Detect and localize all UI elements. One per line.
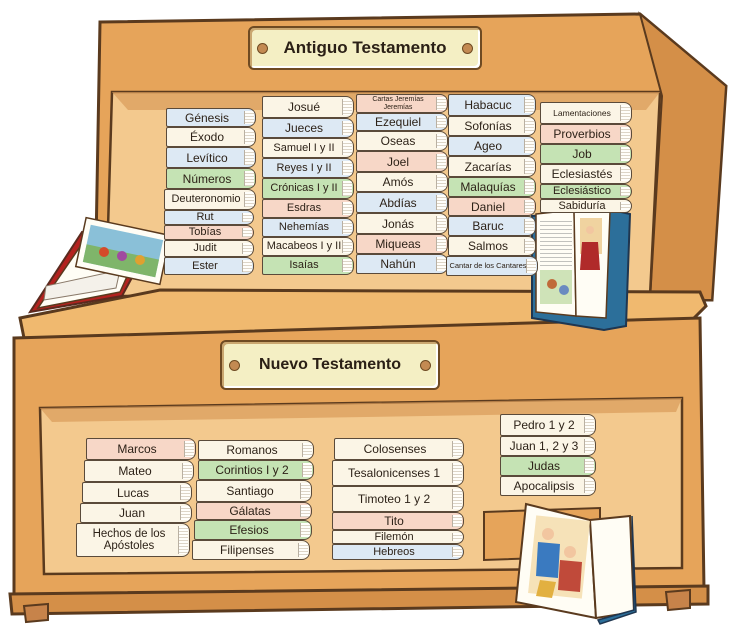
sign-nail-left [229,360,240,371]
book-ezequiel[interactable]: Ezequiel [356,113,448,131]
book-oseas[interactable]: Oseas [356,131,448,151]
book-eclesiastes[interactable]: Eclesiastés [540,164,632,184]
book-filipenses[interactable]: Filipenses [192,540,310,560]
book-rut[interactable]: Rut [164,210,254,225]
book-esdras[interactable]: Esdras [262,199,354,218]
book-timoteo[interactable]: Timoteo 1 y 2 [332,486,464,512]
book-pedro[interactable]: Pedro 1 y 2 [500,414,596,436]
book-baruc[interactable]: Baruc [448,216,536,236]
book-amos[interactable]: Amós [356,172,448,192]
book-zacarias[interactable]: Zacarías [448,156,536,177]
book-exodo[interactable]: Éxodo [166,127,256,147]
book-jueces[interactable]: Jueces [262,118,354,138]
book-mateo[interactable]: Mateo [84,460,194,482]
book-malaquias[interactable]: Malaquías [448,177,536,197]
book-santiago[interactable]: Santiago [196,480,312,502]
book-galatas[interactable]: Gálatas [196,502,312,520]
old-testament-sign: Antiguo Testamento [248,26,482,70]
book-marcos[interactable]: Marcos [86,438,196,460]
book-daniel[interactable]: Daniel [448,197,536,216]
book-romanos[interactable]: Romanos [198,440,314,460]
book-cantar-de-los-cantares[interactable]: Cantar de los Cantares [446,256,538,276]
book-juan[interactable]: Juan [80,503,192,523]
book-lucas[interactable]: Lucas [82,482,192,503]
book-isaias[interactable]: Isaías [262,256,354,275]
book-hebreos[interactable]: Hebreos [332,544,464,560]
sign-nail-right [462,43,473,54]
book-macabeos[interactable]: Macabeos I y II [262,237,354,256]
book-deuteronomio[interactable]: Deuteronomio [164,189,256,210]
book-abdias[interactable]: Abdías [356,192,448,213]
book-proverbios[interactable]: Proverbios [540,124,632,144]
book-josue[interactable]: Josué [262,96,354,118]
book-ageo[interactable]: Ageo [448,136,536,156]
book-job[interactable]: Job [540,144,632,164]
book-eclesiastico[interactable]: Eclesiástico [540,184,632,199]
book-cronicas[interactable]: Crónicas I y II [262,178,354,199]
book-samuel[interactable]: Samuel I y II [262,138,354,158]
book-efesios[interactable]: Efesios [194,520,312,540]
book-habacuc[interactable]: Habacuc [448,94,536,116]
book-salmos[interactable]: Salmos [448,236,536,256]
book-judas[interactable]: Judas [500,456,596,476]
sign-nail-left [257,43,268,54]
new-testament-title: Nuevo Testamento [259,356,401,373]
book-sofonias[interactable]: Sofonías [448,116,536,136]
sign-nail-right [420,360,431,371]
book-reyes[interactable]: Reyes I y II [262,158,354,178]
book-sabiduria[interactable]: Sabiduría [540,199,632,213]
book-juan-cartas[interactable]: Juan 1, 2 y 3 [500,436,596,456]
book-filemon[interactable]: Filemón [332,530,464,544]
old-testament-title: Antiguo Testamento [283,38,447,57]
book-nehemias[interactable]: Nehemías [262,218,354,237]
book-nahun[interactable]: Nahún [356,254,448,274]
book-jonas[interactable]: Jonás [356,213,448,234]
book-tesalonicenses[interactable]: Tesalonicenses 1 [332,460,464,486]
book-genesis[interactable]: Génesis [166,108,256,127]
book-ester[interactable]: Ester [164,257,254,275]
book-levitico[interactable]: Levítico [166,147,256,168]
new-testament-sign: Nuevo Testamento [220,340,440,390]
book-tito[interactable]: Tito [332,512,464,530]
book-apocalipsis[interactable]: Apocalipsis [500,476,596,496]
book-hechos-de-los-apostoles[interactable]: Hechos de los Apóstoles [76,523,190,557]
book-lamentaciones[interactable]: Lamentaciones [540,102,632,124]
open-book-lower-illustration [514,502,637,625]
book-colosenses[interactable]: Colosenses [334,438,464,460]
book-corintios[interactable]: Corintios I y 2 [198,460,314,480]
book-tobias[interactable]: Tobías [164,225,254,240]
book-page-text [540,218,572,266]
open-book-left-illustration [27,216,172,314]
book-numeros[interactable]: Números [166,168,256,189]
book-judit[interactable]: Judit [164,240,254,257]
book-miqueas[interactable]: Miqueas [356,234,448,254]
book-cartas-jeremias[interactable]: Cartas Jeremías Jeremías [356,94,448,113]
book-joel[interactable]: Joel [356,151,448,172]
